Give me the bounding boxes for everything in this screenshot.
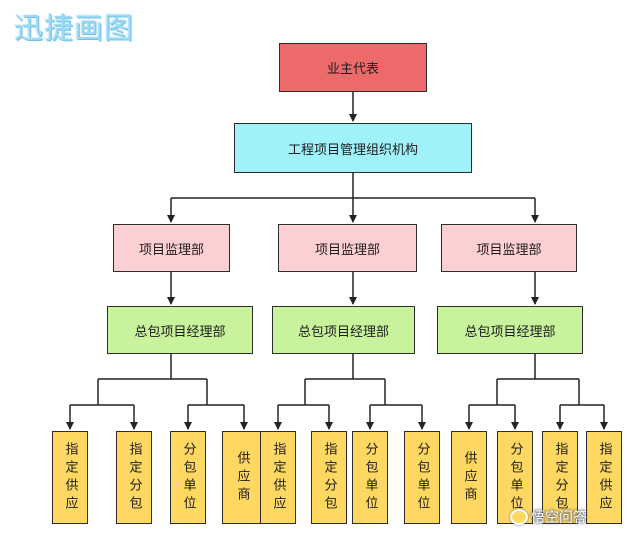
supervision-node-2[interactable]: 项目监理部 [278,224,417,272]
leaf-node-2-3[interactable]: 分包单位 [352,431,388,524]
watermark-text: 悟空问答 [531,510,587,526]
leaf-node-3-3[interactable]: 指定分包 [542,431,578,524]
supervision-node-1[interactable]: 项目监理部 [113,224,230,272]
general-contractor-node-3[interactable]: 总包项目经理部 [437,306,583,354]
supervision-node-3[interactable]: 项目监理部 [441,224,577,272]
general-contractor-node-1[interactable]: 总包项目经理部 [107,306,253,354]
leaf-node-1-2[interactable]: 指定分包 [116,431,152,524]
leaf-node-2-1[interactable]: 指定供应 [260,431,296,524]
app-logo: 迅捷画图 [14,11,135,45]
leaf-node-3-4[interactable]: 指定供应 [586,431,622,524]
leaf-node-2-4[interactable]: 分包单位 [404,431,440,524]
leaf-node-1-1[interactable]: 指定供应 [52,431,88,524]
general-contractor-node-2[interactable]: 总包项目经理部 [272,306,415,354]
leaf-node-3-2[interactable]: 分包单位 [497,431,533,524]
leaf-node-3-1[interactable]: 供应商 [451,431,487,524]
project-management-org-node[interactable]: 工程项目管理组织机构 [234,123,472,173]
leaf-node-1-4[interactable]: 供应商 [222,431,262,524]
owner-representative-node[interactable]: 业主代表 [279,43,427,92]
leaf-node-1-3[interactable]: 分包单位 [170,431,206,524]
chat-bubble-icon [510,509,528,525]
watermark: 悟空问答 [510,507,587,527]
leaf-node-2-2[interactable]: 指定分包 [311,431,347,524]
